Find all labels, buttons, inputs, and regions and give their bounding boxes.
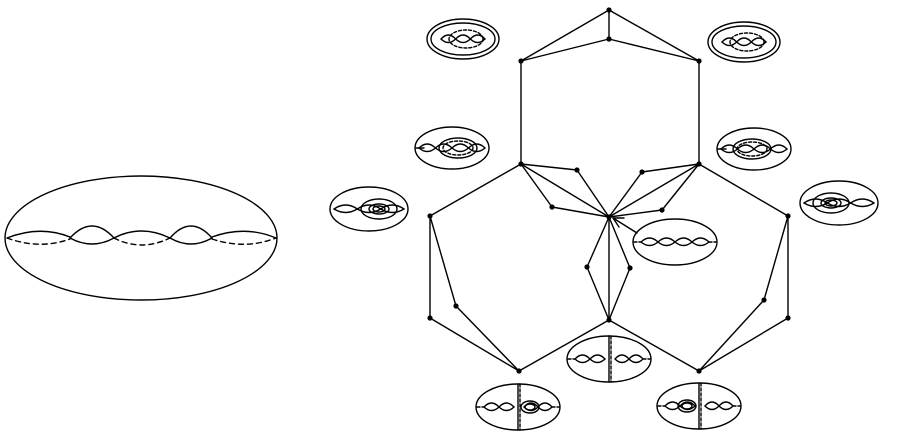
complex-edge bbox=[608, 319, 700, 372]
complex-edge bbox=[520, 9, 610, 62]
complex-vertex bbox=[761, 297, 767, 303]
complex-edge bbox=[608, 9, 700, 62]
complex-vertex bbox=[518, 58, 524, 64]
complex-edge bbox=[518, 319, 610, 372]
complex-edge bbox=[586, 266, 610, 321]
complex-vertex bbox=[427, 315, 433, 321]
complex-insets bbox=[329, 18, 879, 431]
complex-vertex bbox=[606, 7, 612, 13]
curve-on-surface-inset-mid-left bbox=[414, 126, 490, 170]
complex-vertex bbox=[584, 264, 590, 270]
complex-edge bbox=[586, 216, 610, 268]
complex-vertices bbox=[427, 7, 791, 374]
complex-vertex bbox=[627, 265, 633, 271]
complex-edge bbox=[608, 216, 631, 269]
complex-edges bbox=[429, 9, 789, 372]
complex-vertex bbox=[518, 161, 524, 167]
complex-vertex bbox=[549, 204, 555, 210]
complex-edge bbox=[698, 299, 765, 372]
complex-vertex bbox=[606, 214, 612, 220]
complex-vertex bbox=[574, 167, 580, 173]
complex-edge bbox=[429, 317, 520, 372]
complex-edge bbox=[520, 38, 610, 62]
left-surface-outline bbox=[4, 175, 278, 301]
curve-on-surface-inset-mid-right bbox=[716, 127, 792, 171]
complex-edge bbox=[608, 171, 643, 218]
complex-vertex bbox=[696, 368, 702, 374]
complex-vertex bbox=[696, 161, 702, 167]
complex-vertex bbox=[639, 169, 645, 175]
curve-on-surface-inset-top-right bbox=[707, 21, 781, 63]
complex-vertex bbox=[785, 213, 791, 219]
complex-edge bbox=[763, 215, 789, 301]
complex-edge bbox=[661, 163, 700, 211]
curve-on-surface-inset-bottom-right bbox=[656, 382, 742, 430]
complex-vertex bbox=[659, 207, 665, 213]
complex-edge bbox=[698, 163, 789, 217]
complex-edge bbox=[429, 163, 522, 217]
complex-vertex bbox=[606, 36, 612, 42]
curve-on-surface-inset-left bbox=[329, 186, 409, 232]
complex-edge bbox=[429, 215, 457, 307]
complex-edge bbox=[551, 206, 610, 218]
complex-edge bbox=[641, 163, 700, 173]
curve-on-surface-inset-bottom-center bbox=[566, 335, 652, 383]
pointer-arrow bbox=[612, 217, 638, 234]
complex-edge bbox=[608, 38, 700, 62]
complex-edge bbox=[608, 267, 631, 321]
complex-edge bbox=[455, 305, 520, 372]
curve-on-surface-inset-center bbox=[632, 218, 718, 266]
curve-on-surface-inset-right bbox=[799, 180, 879, 226]
complex-vertex bbox=[453, 303, 459, 309]
complex-edge bbox=[608, 209, 663, 218]
complex-vertex bbox=[696, 58, 702, 64]
complex-vertex bbox=[606, 317, 612, 323]
complex-vertex bbox=[785, 315, 791, 321]
left-surface bbox=[4, 175, 278, 301]
complex-edge bbox=[520, 163, 553, 208]
left-surface-curves bbox=[6, 225, 277, 246]
curve-on-surface-inset-top-left bbox=[426, 18, 500, 60]
complex-edge bbox=[608, 163, 700, 218]
complex-edge bbox=[520, 163, 610, 218]
complex-edge bbox=[520, 163, 578, 171]
complex-vertex bbox=[516, 368, 522, 374]
complex-edge bbox=[698, 317, 789, 372]
complex-edge bbox=[576, 169, 610, 218]
complex-vertex bbox=[427, 213, 433, 219]
curve-on-surface-inset-bottom-left bbox=[475, 383, 561, 431]
